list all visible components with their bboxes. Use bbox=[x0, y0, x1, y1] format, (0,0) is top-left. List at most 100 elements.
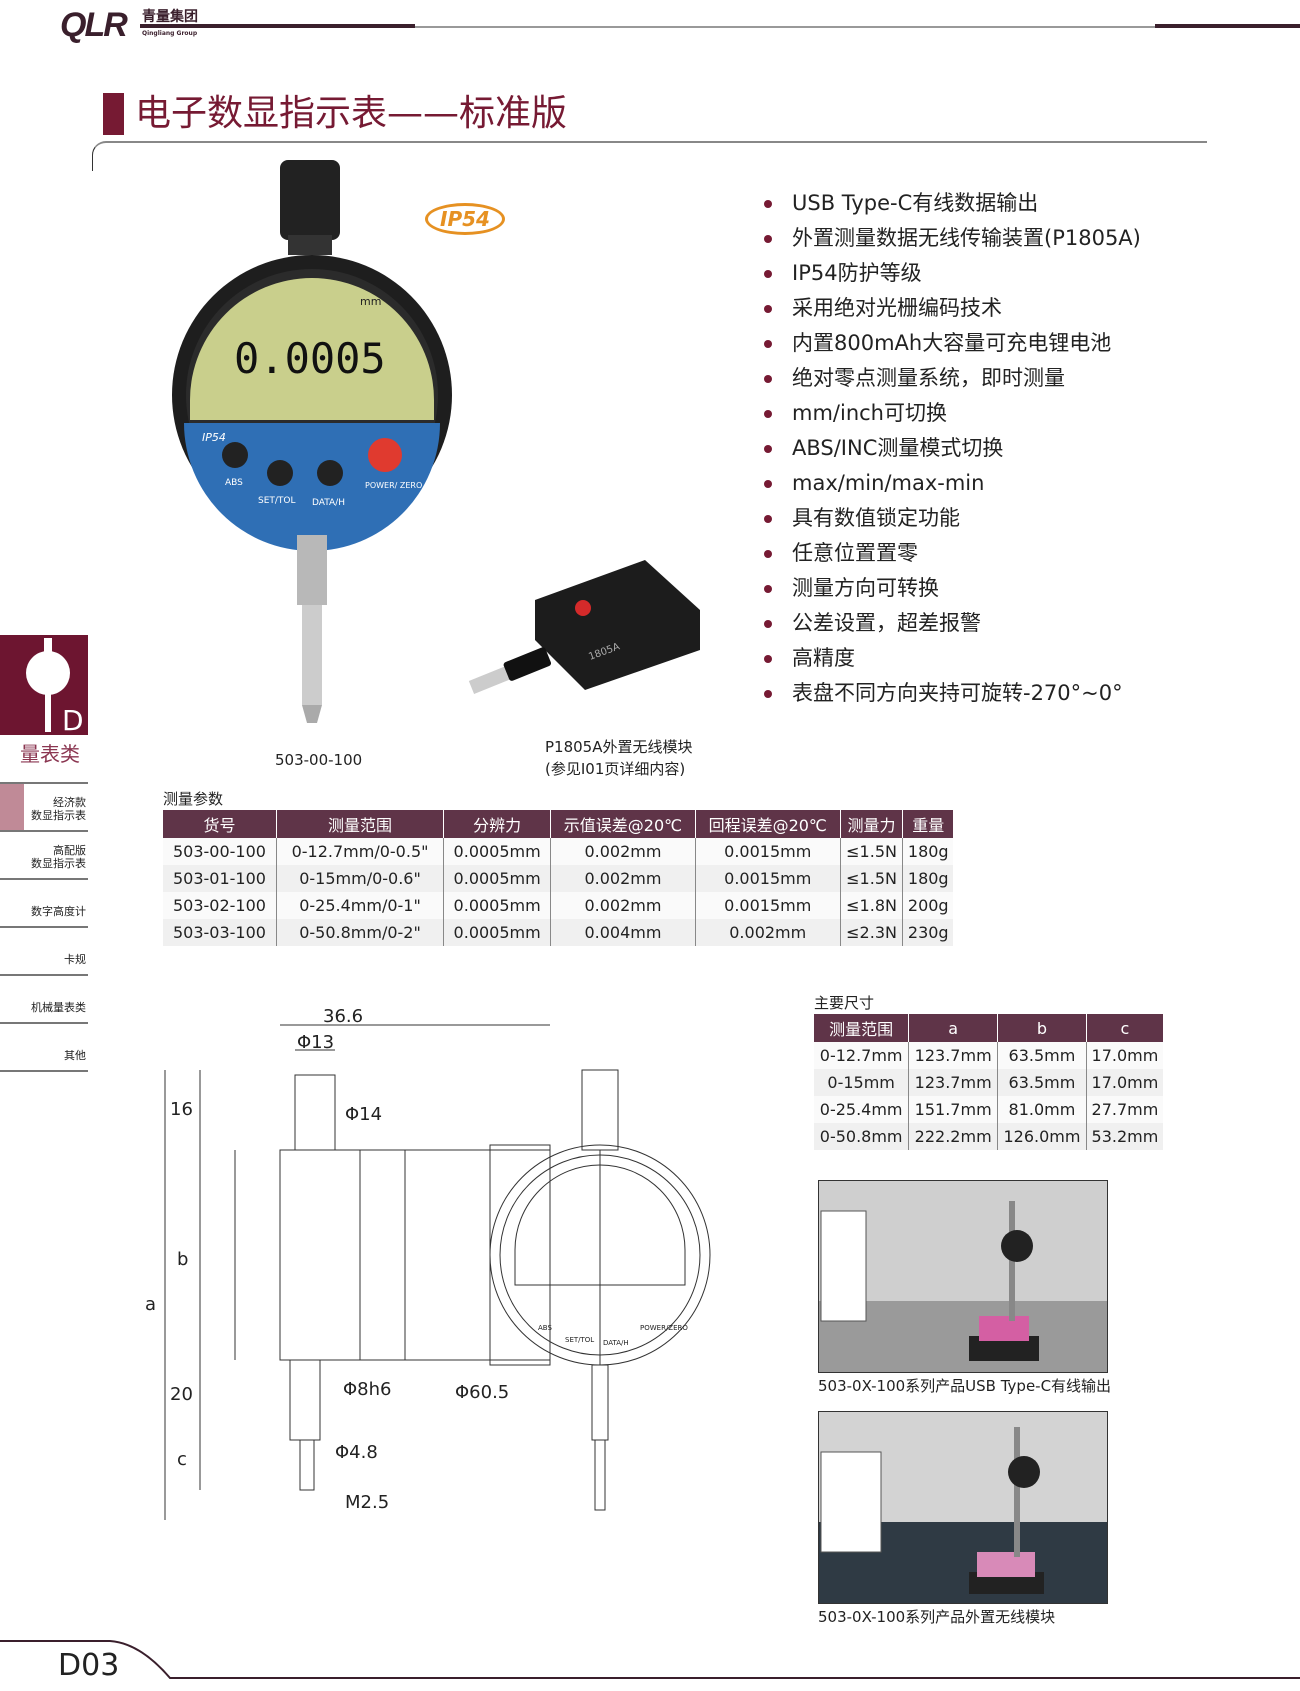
dial-indicator-image: mm 0.0005 IP54 ABS SET/TOL DATA/H POWER/… bbox=[172, 160, 452, 723]
footer-rule bbox=[0, 1640, 1300, 1679]
dim-h16: 16 bbox=[170, 1099, 193, 1120]
feature-item: 采用绝对光栅编码技术 bbox=[760, 291, 1141, 326]
section-title: 量表类 bbox=[20, 742, 80, 766]
feature-item: max/min/max-min bbox=[760, 466, 1141, 501]
feature-item: 外置测量数据无线传输装置(P1805A) bbox=[760, 221, 1141, 256]
power-zero-button bbox=[368, 438, 402, 472]
table-cell: 0.004mm bbox=[550, 919, 696, 946]
table-cell: 27.7mm bbox=[1086, 1096, 1163, 1123]
column-header: 分辨力 bbox=[443, 810, 552, 838]
table-cell: 180g bbox=[902, 838, 953, 865]
feature-item: 测量方向可转换 bbox=[760, 571, 1141, 606]
table-cell: 0.002mm bbox=[550, 865, 696, 892]
feature-item: mm/inch可切换 bbox=[760, 396, 1141, 431]
dim-d48: Φ4.8 bbox=[335, 1442, 378, 1463]
dim-d14: Φ14 bbox=[345, 1104, 382, 1125]
table-cell: 123.7mm bbox=[908, 1042, 999, 1069]
dims-label: 主要尺寸 bbox=[814, 994, 875, 1012]
column-header: b bbox=[997, 1014, 1087, 1042]
module-caption-note: (参见I01页详细内容) bbox=[545, 760, 686, 778]
wireless-setup-photo bbox=[818, 1411, 1108, 1604]
table-cell: ≤2.3N bbox=[840, 919, 904, 946]
column-header: 示值误差@20℃ bbox=[550, 810, 696, 838]
gauge-unit: mm bbox=[360, 295, 381, 308]
table-cell: 0.002mm bbox=[695, 919, 841, 946]
sidebar-item[interactable]: 其他 bbox=[0, 1024, 88, 1072]
table-cell: 0-12.7mm bbox=[814, 1042, 910, 1069]
table-cell: 503-01-100 bbox=[163, 865, 277, 892]
table-cell: 230g bbox=[902, 919, 953, 946]
table-cell: ≤1.5N bbox=[840, 838, 904, 865]
data-hold-button bbox=[317, 460, 343, 486]
table-cell: 63.5mm bbox=[997, 1042, 1087, 1069]
sidebar-item[interactable]: 卡规 bbox=[0, 928, 88, 976]
sidebar-item[interactable]: 机械量表类 bbox=[0, 976, 88, 1024]
column-header: a bbox=[908, 1014, 999, 1042]
feature-item: 具有数值锁定功能 bbox=[760, 501, 1141, 536]
table-cell: 0.002mm bbox=[550, 838, 696, 865]
feature-item: 表盘不同方向夹持可旋转-270°~0° bbox=[760, 676, 1141, 711]
table-cell: 0.0005mm bbox=[443, 919, 552, 946]
table-cell: 0-25.4mm/0-1" bbox=[276, 892, 445, 919]
dim-d60: Φ60.5 bbox=[455, 1382, 509, 1403]
feature-item: 公差设置，超差报警 bbox=[760, 606, 1141, 641]
table-cell: 0-50.8mm bbox=[814, 1123, 910, 1150]
table-cell: 81.0mm bbox=[997, 1096, 1087, 1123]
title-rule bbox=[92, 141, 1207, 171]
table-cell: 0-15mm/0-0.6" bbox=[276, 865, 445, 892]
table-cell: 180g bbox=[902, 865, 953, 892]
feature-item: ABS/INC测量模式切换 bbox=[760, 431, 1141, 466]
svg-text:POWER/ ZERO: POWER/ ZERO bbox=[365, 481, 422, 490]
feature-item: IP54防护等级 bbox=[760, 256, 1141, 291]
column-header: 测量范围 bbox=[276, 810, 445, 838]
table-cell: 503-03-100 bbox=[163, 919, 277, 946]
table-cell: 0-50.8mm/0-2" bbox=[276, 919, 445, 946]
header-rule bbox=[415, 26, 1155, 28]
feature-item: 高精度 bbox=[760, 641, 1141, 676]
table-cell: 0.0005mm bbox=[443, 838, 552, 865]
feature-item: 绝对零点测量系统，即时测量 bbox=[760, 361, 1141, 396]
sidebar-item[interactable]: 数字高度计 bbox=[0, 880, 88, 928]
dim-d8: Φ8h6 bbox=[343, 1379, 391, 1400]
abs-button bbox=[222, 442, 248, 468]
logo: QLR bbox=[60, 6, 128, 44]
svg-text:ABS: ABS bbox=[225, 478, 243, 488]
column-header: 回程误差@20℃ bbox=[695, 810, 841, 838]
header-rule bbox=[1155, 24, 1300, 28]
table-cell: 0-15mm bbox=[814, 1069, 910, 1096]
ip54-badge: IP54 bbox=[425, 203, 505, 235]
dim-a: a bbox=[145, 1294, 156, 1315]
table-cell: 126.0mm bbox=[997, 1123, 1087, 1150]
table-cell: 53.2mm bbox=[1086, 1123, 1163, 1150]
gauge-caption: 503-00-100 bbox=[275, 751, 363, 769]
logo-cn: 青量集团 bbox=[142, 9, 198, 25]
column-header: c bbox=[1086, 1014, 1163, 1042]
column-header: 货号 bbox=[163, 810, 277, 838]
svg-text:POWER/ZERO: POWER/ZERO bbox=[640, 1324, 688, 1332]
sidebar-item[interactable]: 高配版数显指示表 bbox=[0, 832, 88, 880]
dim-width: 36.6 bbox=[323, 1006, 363, 1027]
wireless-module-image: 1805A bbox=[468, 560, 700, 694]
sidebar-item[interactable]: 经济款数显指示表 bbox=[0, 784, 88, 832]
dim-d13: Φ13 bbox=[297, 1032, 334, 1053]
dim-b: b bbox=[177, 1249, 188, 1270]
title-marker bbox=[103, 93, 124, 135]
table-cell: 0.0015mm bbox=[695, 838, 841, 865]
table-cell: 63.5mm bbox=[997, 1069, 1087, 1096]
table-cell: ≤1.5N bbox=[840, 865, 904, 892]
svg-text:ABS: ABS bbox=[538, 1324, 552, 1332]
gauge-display: 0.0005 bbox=[234, 334, 386, 383]
module-caption: P1805A外置无线模块 bbox=[545, 738, 693, 756]
table-cell: 503-00-100 bbox=[163, 838, 277, 865]
svg-text:DATA/H: DATA/H bbox=[603, 1339, 629, 1347]
